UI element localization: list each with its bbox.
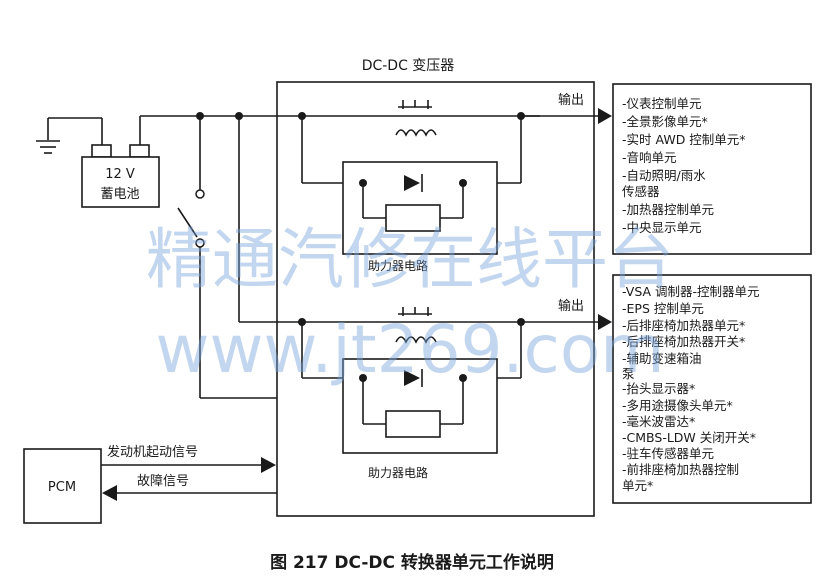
load-item: -音响单元 — [622, 150, 677, 165]
load-item: -前排座椅加热器控制 — [622, 462, 739, 477]
relay-icon — [395, 100, 437, 137]
output-label-1: 输出 — [558, 92, 584, 108]
load-box-1 — [612, 83, 812, 255]
load-item: -毫米波雷达* — [622, 414, 695, 429]
load-item: 单元* — [622, 478, 653, 493]
pcm-label: PCM — [48, 480, 76, 495]
load-item: 传感器 — [622, 184, 660, 199]
load-item: -EPS 控制单元 — [622, 301, 704, 316]
battery-label: 蓄电池 — [100, 187, 139, 202]
load-item: -后排座椅加热器开关* — [622, 334, 745, 349]
relay-icon — [395, 307, 437, 344]
load-list-1: -仪表控制单元 -全景影像单元* -实时 AWD 控制单元* -音响单元 -自动… — [622, 96, 746, 235]
booster-label-2: 助力器电路 — [368, 465, 428, 480]
watermark-line-1: 精通汽修在线平台 — [146, 221, 674, 298]
load-item: -多用途摄像头单元* — [622, 398, 733, 413]
arrow-left-icon — [102, 485, 117, 501]
diode-icon — [404, 174, 423, 192]
booster-label-1: 助力器电路 — [368, 258, 428, 273]
load-item: -中央显示单元 — [622, 220, 702, 235]
figure-caption: 图 217 DC-DC 转换器单元工作说明 — [270, 552, 554, 573]
load-item: -辅助变速箱油 — [622, 351, 702, 366]
fault-signal-label: 故障信号 — [137, 474, 189, 489]
load-item: 泵 — [622, 366, 635, 381]
load-item: -自动照明/雨水 — [622, 168, 706, 183]
load-item: -CMBS-LDW 关闭开关* — [622, 430, 756, 445]
arrow-right-icon — [261, 457, 276, 473]
diode-icon — [404, 369, 423, 387]
arrow-right-icon — [598, 108, 612, 124]
watermark-line-2: www.jt269.com — [156, 311, 665, 388]
load-list-2: -VSA 调制器-控制器单元 -EPS 控制单元 -后排座椅加热器单元* -后排… — [622, 284, 760, 493]
converter-title: DC-DC 变压器 — [362, 58, 455, 74]
pcm-box — [23, 448, 102, 524]
booster-circuit-2 — [301, 322, 522, 454]
load-item: -后排座椅加热器单元* — [622, 318, 745, 333]
load-item: -仪表控制单元 — [622, 96, 702, 111]
switch-icon — [177, 116, 277, 399]
ground-icon — [36, 117, 103, 154]
load-item: -驻车传感器单元 — [622, 446, 714, 461]
load-item: -全景影像单元* — [622, 114, 708, 129]
load-box-2 — [612, 274, 812, 504]
booster-circuit-1 — [301, 116, 522, 255]
battery-voltage: 12 V — [105, 167, 135, 182]
load-item: -VSA 调制器-控制器单元 — [622, 284, 760, 299]
load-item: -加热器控制单元 — [622, 202, 714, 217]
start-signal-label: 发动机起动信号 — [107, 444, 198, 460]
output-label-2: 输出 — [558, 298, 584, 314]
load-item: -实时 AWD 控制单元* — [622, 132, 746, 147]
arrow-right-icon — [598, 314, 612, 330]
battery-icon — [81, 144, 160, 208]
load-item: -抬头显示器* — [622, 381, 695, 396]
